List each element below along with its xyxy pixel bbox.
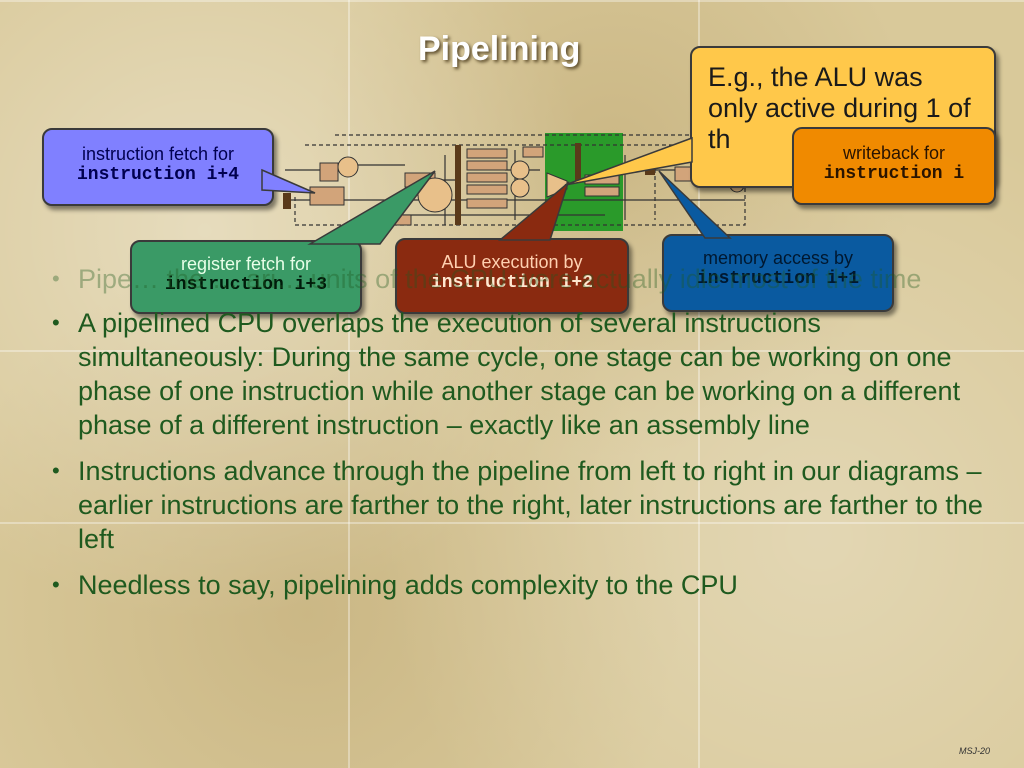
tile-divider [0,522,1024,524]
bullet-item: • A pipelined CPU overlaps the execution… [52,306,992,442]
callout-instruction: instruction i+1 [696,269,860,289]
bullet-text: Instructions advance through the pipelin… [78,456,983,554]
alu-execution-callout: ALU execution by instruction i+2 [395,238,629,314]
bullet-item-obscured: • Pipe… the … ari… units of the CPU were… [52,262,992,332]
callout-instruction: instruction i+3 [164,275,328,295]
callout-label: register fetch for [180,254,312,274]
alu-pointer [497,180,570,241]
bullet-dot: • [52,266,60,291]
callout-label: instruction fetch for [81,144,235,164]
bullet-text: Needless to say, pipelining adds complex… [78,570,738,600]
bullet-dot: • [52,458,60,483]
bullet-dot: • [52,572,60,597]
bullet-text: A pipelined CPU overlaps the execution o… [78,308,961,440]
tile-divider [0,350,1024,352]
callout-label: ALU execution by [441,252,583,272]
register-fetch-callout: register fetch for instruction i+3 [130,240,362,314]
fetch-pointer [261,168,316,194]
callout-instruction: instruction i [823,164,965,184]
eg-callout-text: E.g., the ALU was only active during 1 o… [708,62,971,154]
register-pointer [307,170,436,245]
memory-access-callout: memory access by instruction i+1 [662,234,894,312]
bullet-item: • Instructions advance through the pipel… [52,454,992,556]
callout-label: writeback for [842,143,946,163]
tile-divider [698,0,700,768]
callout-instruction: instruction i+2 [430,273,594,293]
slide-title: Pipelining [418,30,581,68]
bullet-text: Pipe… the … ari… units of the CPU were a… [78,264,922,294]
eg-pointer [564,136,693,186]
bullet-item: • Needless to say, pipelining adds compl… [52,568,992,602]
slide-footer: MSJ-20 [958,746,990,756]
bullet-list: • A pipelined CPU overlaps the execution… [52,262,992,614]
writeback-callout: writeback for instruction i [792,127,996,205]
pipeline-diagram [283,133,746,231]
instruction-fetch-callout: instruction fetch for instruction i+4 [42,128,274,206]
bullet-dot: • [52,310,60,335]
tile-divider [348,0,350,768]
memory-pointer [658,170,732,239]
tile-divider [0,0,1024,2]
callout-instruction: instruction i+4 [76,165,240,185]
callout-label: memory access by [702,248,854,268]
